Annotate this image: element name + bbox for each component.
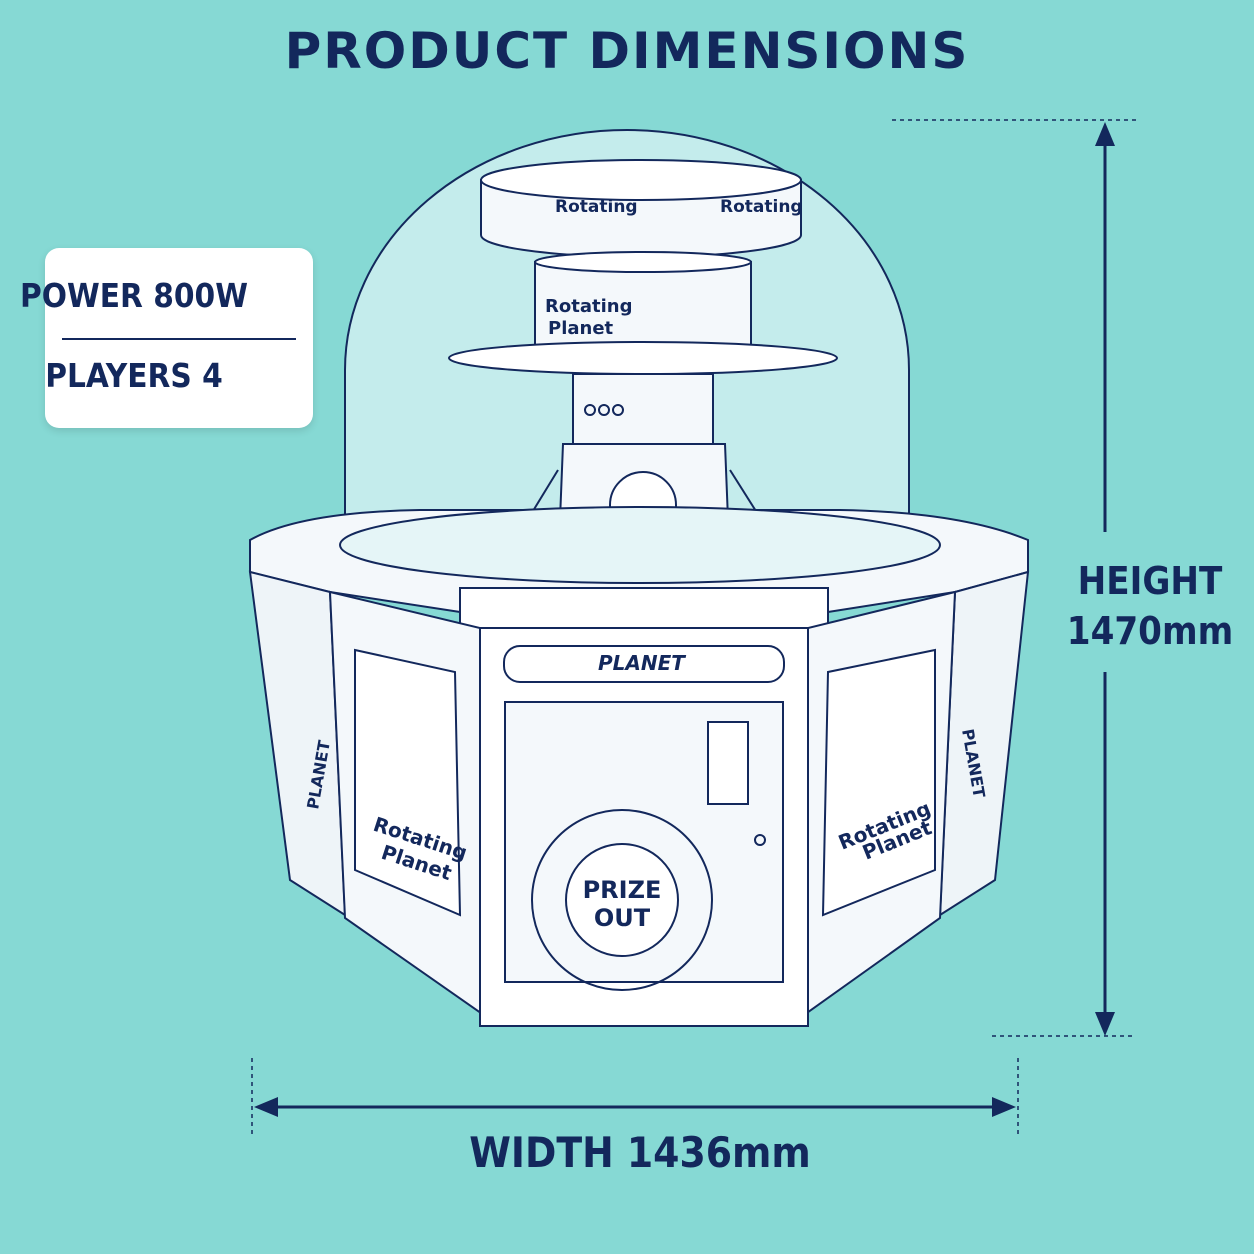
name-plate: PLANET (598, 651, 686, 675)
height-label-value: 1470mm (1066, 609, 1234, 653)
drum-label-2: Rotating (720, 197, 803, 217)
page-title: PRODUCT DIMENSIONS (284, 22, 970, 80)
upper-ring-label-2: Planet (548, 318, 614, 339)
cabinet-top (249, 506, 1029, 629)
players-spec: PLAYERS 4 (45, 356, 223, 395)
height-label: HEIGHT 1470mm (1050, 556, 1250, 656)
upper-ring-label: Rotating (545, 296, 632, 317)
cabinet-body (248, 570, 1030, 1028)
height-dimension (892, 119, 1136, 1037)
power-spec: POWER 800W (20, 276, 248, 315)
drum-label-1: Rotating (555, 197, 638, 217)
height-label-title: HEIGHT (1077, 559, 1223, 603)
prize-label-1: PRIZE (583, 876, 662, 904)
width-label: WIDTH 1436mm (469, 1128, 811, 1177)
spec-divider (62, 338, 296, 340)
prize-label-2: OUT (594, 904, 651, 932)
width-dimension (251, 1058, 1019, 1138)
